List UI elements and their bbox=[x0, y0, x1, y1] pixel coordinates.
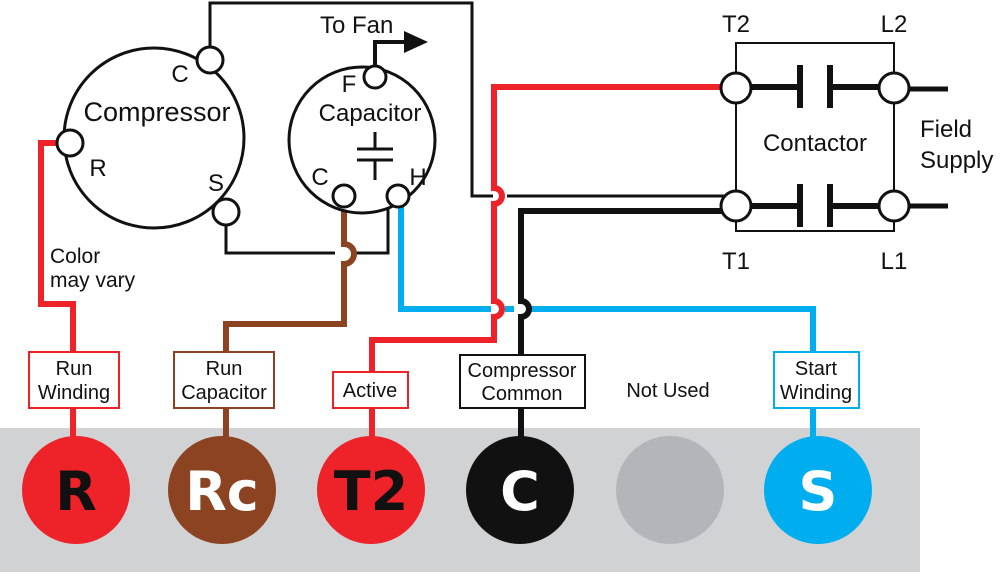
terminal-rc-letter: Rc bbox=[185, 460, 259, 523]
contactor-terminal-t2 bbox=[719, 71, 753, 105]
terminal-label-box-r: Run Winding bbox=[28, 351, 120, 409]
fan-arrowhead-icon bbox=[404, 31, 428, 53]
compressor-terminal-c bbox=[195, 45, 225, 75]
terminal-label-text: Capacitor bbox=[181, 382, 267, 404]
contactor-t1-label: T1 bbox=[722, 248, 750, 275]
contactor-l1-label: L1 bbox=[881, 248, 908, 275]
capacitor-terminal-f bbox=[362, 64, 388, 90]
compressor-pin-c-label: C bbox=[171, 61, 188, 88]
compressor-terminal-r bbox=[55, 128, 85, 158]
terminal-label-text: Winding bbox=[38, 382, 110, 404]
compressor-label: Compressor bbox=[83, 97, 230, 127]
terminal-s[interactable] bbox=[764, 436, 872, 544]
wire-run-winding bbox=[38, 140, 76, 440]
terminal-r[interactable] bbox=[22, 436, 130, 544]
terminal-t2-letter: T2 bbox=[334, 460, 408, 523]
wire-compressor-common bbox=[518, 208, 736, 440]
compressor-terminal-s bbox=[211, 197, 241, 227]
terminal-label-box-s: Start Winding bbox=[773, 351, 860, 409]
terminal-s-letter: S bbox=[799, 460, 838, 523]
capacitor-pin-h-label: H bbox=[409, 164, 426, 191]
terminal-label-text: Common bbox=[481, 383, 562, 405]
capacitor-pin-c-label: C bbox=[311, 164, 328, 191]
field-supply-line1: Field bbox=[920, 116, 972, 143]
contactor-box bbox=[735, 42, 895, 232]
color-note-line2: may vary bbox=[50, 269, 136, 292]
color-note-line1: Color bbox=[50, 245, 100, 268]
terminal-label-box-rc: Run Capacitor bbox=[173, 351, 275, 409]
terminal-r-letter: R bbox=[55, 460, 97, 523]
wire-run-capacitor bbox=[223, 196, 357, 440]
terminal-rc[interactable] bbox=[168, 436, 276, 544]
contactor-terminal-l1 bbox=[877, 189, 911, 223]
capacitor-terminal-c bbox=[331, 183, 357, 209]
capacitor-label: Capacitor bbox=[319, 100, 422, 127]
contactor-l2-label: L2 bbox=[881, 11, 908, 38]
capacitor-pin-f-label: F bbox=[342, 71, 357, 98]
wire-active-t2 bbox=[369, 84, 735, 440]
field-supply-line2: Supply bbox=[920, 147, 993, 174]
terminal-t2[interactable] bbox=[317, 436, 425, 544]
contactor-terminal-t1 bbox=[719, 189, 753, 223]
terminal-label-text: Winding bbox=[780, 382, 852, 404]
wire-compressor-c-to-t1 bbox=[208, 1, 736, 198]
terminal-label-text: Run bbox=[206, 358, 243, 380]
compressor-pin-r-label: R bbox=[89, 155, 106, 182]
terminal-label-box-c: Compressor Common bbox=[459, 354, 586, 409]
contactor-switch-top bbox=[748, 65, 882, 108]
terminal-label-box-t2: Active bbox=[332, 371, 409, 409]
fan-label: To Fan bbox=[320, 12, 393, 39]
capacitor-body bbox=[287, 65, 437, 215]
contactor-terminal-l2 bbox=[877, 71, 911, 105]
terminal-label-text: Active bbox=[343, 380, 397, 402]
fan-arrow-icon bbox=[373, 40, 406, 66]
contactor-switch-bottom bbox=[748, 184, 882, 227]
capacitor-symbol-icon bbox=[357, 132, 393, 180]
contactor-label: Contactor bbox=[763, 130, 867, 157]
terminal-not-used bbox=[616, 436, 724, 544]
compressor-pin-s-label: S bbox=[208, 170, 224, 197]
contactor-t2-label: T2 bbox=[722, 11, 750, 38]
terminal-c[interactable] bbox=[466, 436, 574, 544]
capacitor-terminal-h bbox=[385, 183, 411, 209]
terminal-c-letter: C bbox=[500, 460, 540, 523]
terminal-label-text: Run bbox=[56, 358, 93, 380]
terminal-label-text: Compressor bbox=[468, 360, 577, 382]
terminal-label-not-used: Not Used bbox=[626, 380, 709, 402]
terminal-label-text: Start bbox=[795, 358, 838, 380]
